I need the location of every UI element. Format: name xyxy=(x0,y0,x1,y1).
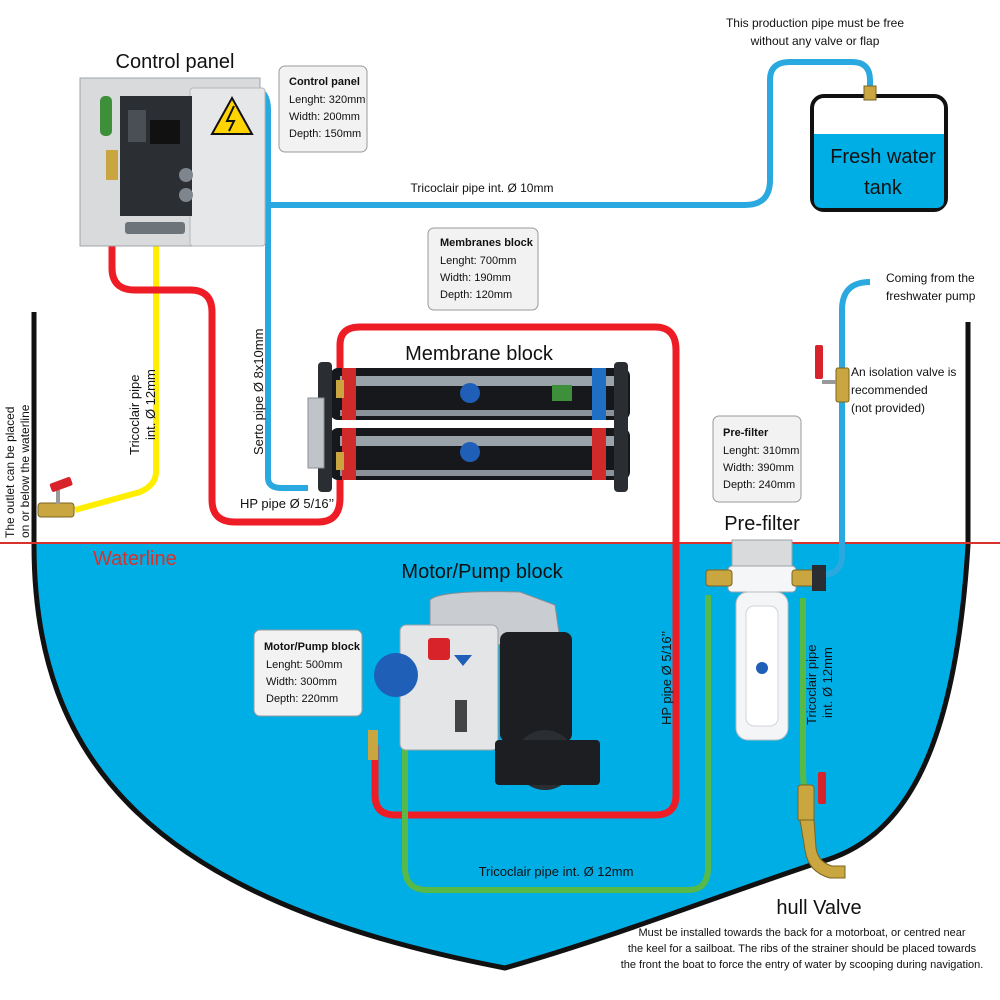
prefilter-info-heading: Pre-filter xyxy=(723,427,769,439)
control-panel-info-line: Width: 200mm xyxy=(289,111,360,123)
hull-valve-unit xyxy=(797,772,846,879)
prefilter-title: Pre-filter xyxy=(724,513,800,535)
isolation-valve xyxy=(815,345,850,403)
serto-pipe xyxy=(265,110,308,491)
membranes-info-heading: Membranes block xyxy=(440,237,534,249)
tricoclair-12-left-line1: Tricoclair pipe xyxy=(127,375,142,455)
motor-pump-info-line: Depth: 220mm xyxy=(266,693,338,705)
control-panel-unit xyxy=(79,77,266,247)
tank-label-line2: tank xyxy=(864,177,903,199)
fresh-water-tank: Fresh water tank xyxy=(810,94,948,212)
membranes-info-line: Depth: 120mm xyxy=(440,289,512,301)
membranes-info-box: Membranes block Lenght: 700mm Width: 190… xyxy=(427,227,539,311)
isolation-valve-line2: recommended xyxy=(851,383,928,397)
prefilter-unit xyxy=(705,539,826,741)
membranes-info-line: Lenght: 700mm xyxy=(440,255,516,267)
motor-pump-info-heading: Motor/Pump block xyxy=(264,641,361,653)
motor-pump-title: Motor/Pump block xyxy=(401,561,563,583)
hp-pipe-left xyxy=(108,155,344,526)
tricoclair-12-right-line1: Tricoclair pipe xyxy=(804,645,819,725)
prefilter-info-line: Lenght: 310mm xyxy=(723,445,799,457)
prefilter-info-line: Depth: 240mm xyxy=(723,479,795,491)
motor-pump-info-line: Width: 300mm xyxy=(266,676,337,688)
hull-outline xyxy=(31,312,971,971)
freshwater-pump-line1: Coming from the xyxy=(886,271,975,285)
hull-valve-desc-line3: the front the boat to force the entry of… xyxy=(621,959,984,971)
control-panel-title: Control panel xyxy=(116,51,235,73)
freshwater-pump-line2: freshwater pump xyxy=(886,289,976,303)
control-panel-info-line: Lenght: 320mm xyxy=(289,94,365,106)
tank-note-line1: This production pipe must be free xyxy=(726,16,904,30)
overflow-pipe xyxy=(74,245,159,513)
hull-valve-title: hull Valve xyxy=(776,897,861,919)
hp-right-label: HP pipe Ø 5/16’’ xyxy=(659,631,674,725)
motor-pump-unit xyxy=(368,591,600,790)
control-panel-info-box: Control panel Lenght: 320mm Width: 200mm… xyxy=(278,65,368,153)
membrane-block-title: Membrane block xyxy=(405,343,554,365)
tricoclair-12-right-line2: int. Ø 12mm xyxy=(820,647,835,718)
motor-pump-info-box: Motor/Pump block Lenght: 500mm Width: 30… xyxy=(253,629,363,717)
membranes-info-line: Width: 190mm xyxy=(440,272,511,284)
tricoclair-12-left-line2: int. Ø 12mm xyxy=(143,369,158,440)
hull-valve-desc-line2: the keel for a sailboat. The ribs of the… xyxy=(628,943,977,955)
intake-pipe xyxy=(402,595,711,893)
tank-label-line1: Fresh water xyxy=(830,146,936,168)
tank-note-line2: without any valve or flap xyxy=(750,34,880,48)
prefilter-info-box: Pre-filter Lenght: 310mm Width: 390mm De… xyxy=(712,415,802,503)
control-panel-info-heading: Control panel xyxy=(289,76,360,88)
tricoclair-12-bottom-label: Tricoclair pipe int. Ø 12mm xyxy=(479,864,634,879)
outlet-valve xyxy=(37,477,75,518)
freshwater-pump-pipe xyxy=(805,279,871,578)
tricoclair-10-label: Tricoclair pipe int. Ø 10mm xyxy=(411,181,554,195)
isolation-valve-line3: (not provided) xyxy=(851,401,925,415)
outlet-note-line1: The outlet can be placed xyxy=(3,407,17,538)
isolation-valve-line1: An isolation valve is xyxy=(851,365,956,379)
outlet-note-line2: on or below the waterline xyxy=(18,404,32,538)
motor-pump-info-line: Lenght: 500mm xyxy=(266,659,342,671)
prefilter-info-line: Width: 390mm xyxy=(723,462,794,474)
serto-label: Serto pipe Ø 8x10mm xyxy=(251,329,266,455)
control-panel-info-line: Depth: 150mm xyxy=(289,128,361,140)
boat-hull xyxy=(0,312,1000,1000)
hull-valve-desc-line1: Must be installed towards the back for a… xyxy=(638,927,965,939)
waterline-label: Waterline xyxy=(93,548,177,570)
hp-pipe-main xyxy=(336,323,680,819)
membrane-block-unit xyxy=(307,362,630,492)
hp-left-label: HP pipe Ø 5/16’’ xyxy=(240,496,334,511)
